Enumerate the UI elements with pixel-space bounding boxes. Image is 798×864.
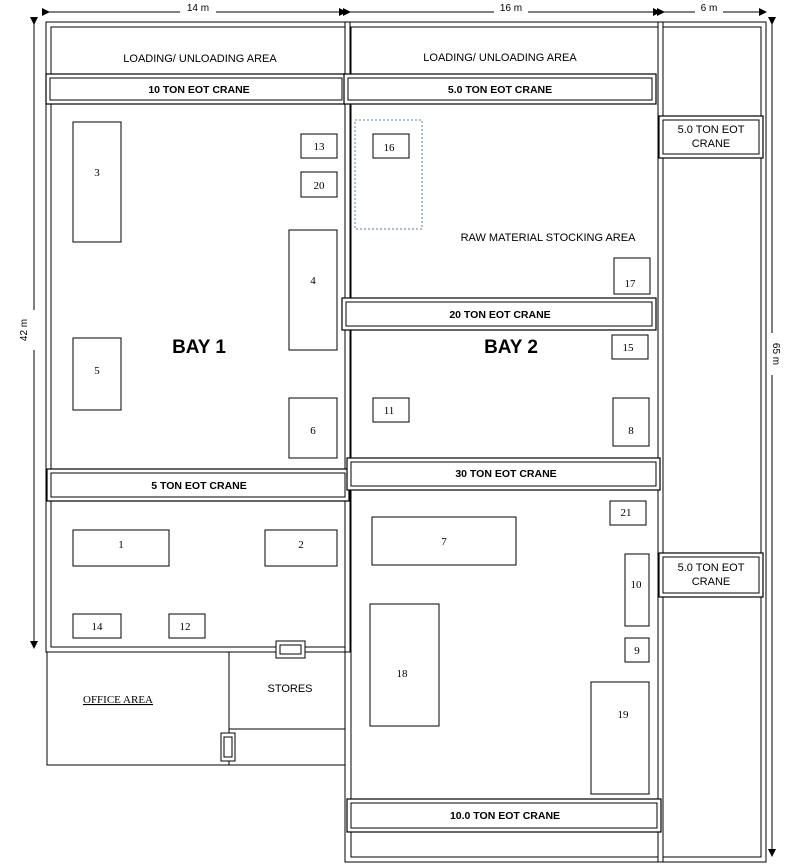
machine-2	[264, 529, 338, 567]
machine-1	[72, 529, 170, 567]
crane-label: 5 TON EOT CRANE	[151, 480, 246, 492]
machine-19	[590, 681, 650, 795]
machine-number: 7	[441, 536, 447, 548]
dim-total-length: 65 m	[770, 343, 781, 365]
office-door-icon	[220, 732, 236, 762]
machine-16	[372, 133, 410, 159]
machine-number: 18	[397, 668, 409, 680]
machine-number: 20	[314, 180, 326, 192]
dim-bay2-width: 16 m	[500, 3, 522, 14]
machine-number: 14	[92, 621, 104, 633]
crane-5-ton-bay1	[46, 468, 350, 502]
crane-10-ton-bay1	[45, 73, 347, 105]
machine-5	[72, 337, 122, 411]
machine-number: 3	[94, 167, 100, 179]
crane-label: 5.0 TON EOT CRANE	[448, 84, 552, 96]
machine-number: 4	[310, 275, 316, 287]
crane-5-ton-bay3-bottom	[658, 552, 764, 598]
machine-number: 10	[631, 579, 643, 591]
machine-number: 11	[384, 405, 395, 417]
machine-number: 6	[310, 425, 316, 437]
building-walls	[45, 21, 767, 863]
machine-13	[300, 133, 338, 159]
machine-21	[609, 500, 647, 526]
crane-20-ton-bay2	[341, 297, 657, 331]
machine-9	[624, 637, 650, 663]
machine-number: 12	[180, 621, 191, 633]
crane-label: 30 TON EOT CRANE	[455, 468, 556, 480]
machine-number: 16	[384, 142, 396, 154]
machine-14	[72, 613, 122, 639]
dim-bay1-length: 42 m	[19, 319, 30, 341]
machine-6	[288, 397, 338, 459]
dim-bay1-width: 14 m	[187, 3, 209, 14]
machine-number: 2	[298, 539, 304, 551]
machine-number: 15	[623, 342, 635, 354]
machine-17	[613, 257, 651, 295]
machine-number: 5	[94, 365, 100, 377]
crane-30-ton-bay2	[346, 457, 661, 491]
machine-number: 17	[625, 278, 637, 290]
crane-5-ton-bay3-top	[658, 115, 764, 159]
crane-label: 10 TON EOT CRANE	[148, 84, 249, 96]
machine-11	[372, 397, 410, 423]
crane-label: 5.0 TON EOT	[678, 562, 745, 574]
machine-number: 1	[118, 539, 124, 551]
stores-door-icon	[275, 640, 306, 659]
bay1-label: BAY 1	[172, 337, 226, 358]
machine-number: 19	[618, 709, 630, 721]
crane-label: 20 TON EOT CRANE	[449, 309, 550, 321]
crane-10-ton-bay2-bottom	[346, 798, 662, 833]
loading-area-bay2: LOADING/ UNLOADING AREA	[423, 52, 577, 64]
crane-label: 10.0 TON EOT CRANE	[450, 810, 560, 822]
machine-18	[369, 603, 440, 727]
dim-bay3-width: 6 m	[701, 3, 718, 14]
machine-number: 9	[634, 645, 640, 657]
crane-label: CRANE	[692, 576, 731, 588]
machine-8	[612, 397, 650, 447]
machine-number: 13	[314, 141, 326, 153]
machine-12	[168, 613, 206, 639]
machine-4	[288, 229, 338, 351]
raw-material-area: RAW MATERIAL STOCKING AREA	[461, 232, 636, 244]
stores-label: STORES	[267, 683, 312, 695]
machine-3	[72, 121, 122, 243]
machine-7	[371, 516, 517, 566]
crane-label: 5.0 TON EOT	[678, 124, 745, 136]
machine-10	[624, 553, 650, 627]
loading-area-bay1: LOADING/ UNLOADING AREA	[123, 53, 277, 65]
machine-number: 21	[621, 507, 632, 519]
office-area-label: OFFICE AREA	[83, 694, 153, 706]
machine-20	[300, 171, 338, 198]
machine-number: 8	[628, 425, 634, 437]
bay2-label: BAY 2	[484, 337, 538, 358]
crane-label: CRANE	[692, 138, 731, 150]
machine-15	[611, 334, 649, 360]
crane-5-ton-bay2-top	[343, 73, 657, 105]
